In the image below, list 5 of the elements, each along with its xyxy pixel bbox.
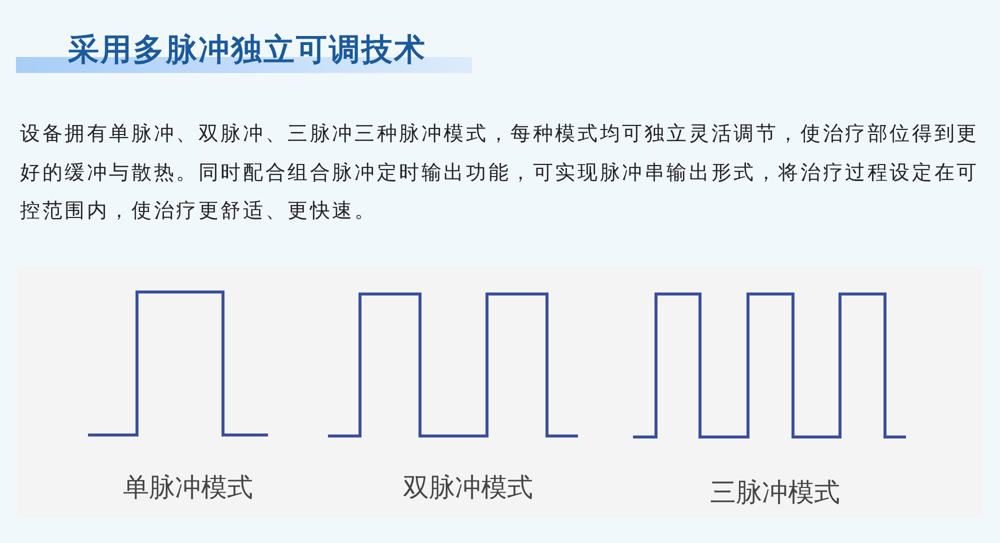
mode-caption: 三脉冲模式 xyxy=(710,477,840,509)
mode-caption: 单脉冲模式 xyxy=(123,472,253,504)
description-paragraph: 设备拥有单脉冲、双脉冲、三脉冲三种脉冲模式，每种模式均可独立灵活调节，使治疗部位得到更好的缓冲与散热。同时配合组合脉冲定时输出功能，可实现脉冲串输出形式，将治疗过程设定在可控范围内，使治疗更舒适、更快速。 xyxy=(20,120,980,224)
section-heading: 采用多脉冲独立可调技术 xyxy=(16,30,472,73)
mode-caption: 双脉冲模式 xyxy=(403,472,533,504)
